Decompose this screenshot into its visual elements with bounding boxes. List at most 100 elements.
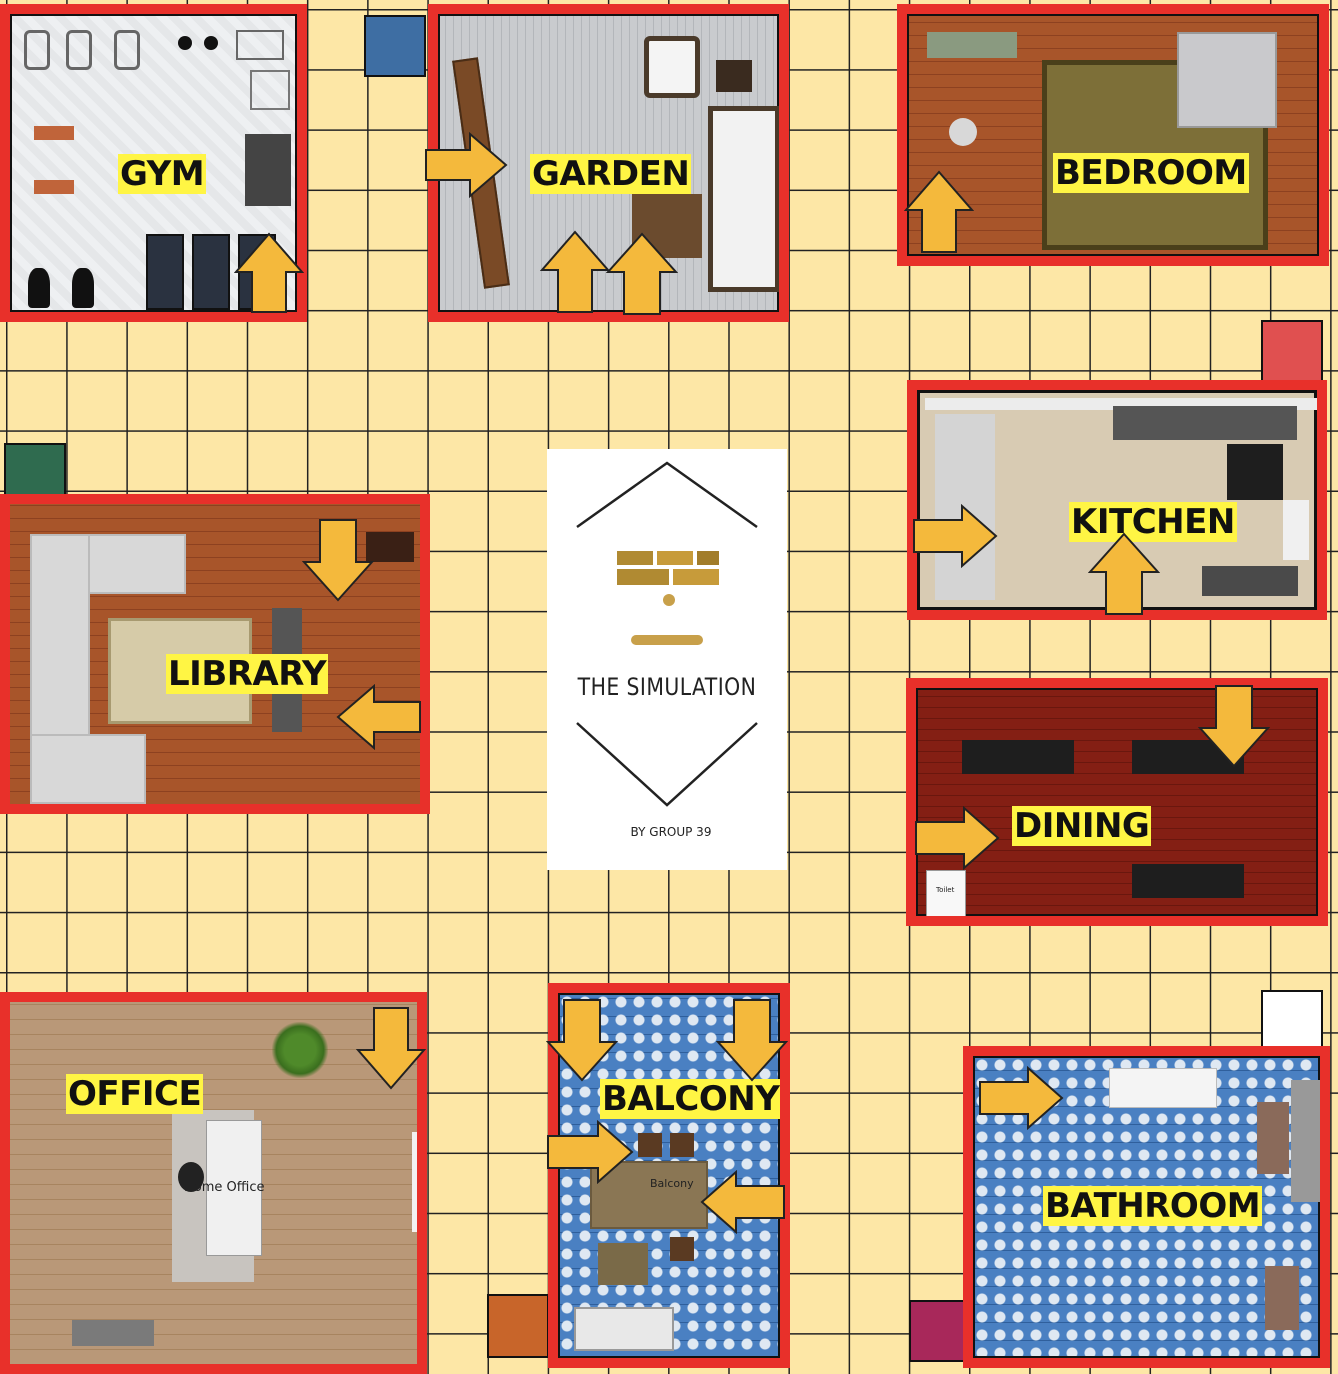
arrow-down-icon bbox=[302, 519, 374, 602]
rug-label: Balcony bbox=[650, 1177, 694, 1190]
room-bedroom[interactable]: BEDROOM bbox=[897, 4, 1329, 266]
window bbox=[1283, 500, 1309, 560]
room-label-bedroom: BEDROOM bbox=[1053, 153, 1249, 193]
room-label-gym: GYM bbox=[118, 154, 207, 194]
chair-icon bbox=[670, 1133, 694, 1157]
door-arrow-gym[interactable] bbox=[234, 232, 304, 314]
bike-icon bbox=[24, 30, 50, 70]
bench-icon bbox=[34, 126, 74, 140]
room-label-library: LIBRARY bbox=[166, 654, 329, 694]
sectional-sofa bbox=[30, 734, 146, 804]
side-table bbox=[366, 532, 414, 562]
room-label-dining: DINING bbox=[1012, 806, 1152, 846]
door-arrow-dining-top[interactable] bbox=[1198, 684, 1270, 768]
squat-rack bbox=[250, 70, 290, 110]
arrow-left-icon bbox=[336, 684, 421, 750]
house-roof-icon bbox=[576, 461, 758, 807]
cooktop bbox=[1227, 444, 1283, 500]
arrow-down-icon bbox=[1198, 685, 1270, 768]
door-arrow-kitchen-left[interactable] bbox=[912, 504, 998, 568]
arrow-right-icon bbox=[425, 132, 508, 198]
logo-title: THE SIMULATION bbox=[577, 673, 757, 701]
dining-table bbox=[1132, 864, 1244, 898]
cabinet bbox=[1257, 1102, 1289, 1174]
desk bbox=[206, 1120, 262, 1256]
bike-icon bbox=[66, 30, 92, 70]
room-label-office: OFFICE bbox=[66, 1074, 204, 1114]
start-square-red[interactable] bbox=[1261, 320, 1323, 382]
arrow-up-icon bbox=[1088, 532, 1160, 615]
arrow-down-icon bbox=[546, 999, 618, 1082]
bathtub bbox=[1291, 1080, 1320, 1202]
arrow-down-icon bbox=[716, 999, 788, 1082]
room-dining[interactable]: Toilet DINING bbox=[906, 678, 1328, 926]
door-arrow-garden-bottom-1[interactable] bbox=[540, 230, 610, 314]
office-chair bbox=[178, 1162, 204, 1192]
arrow-left-icon bbox=[700, 1170, 785, 1234]
room-label-balcony: BALCONY bbox=[600, 1079, 780, 1119]
logo-card: THE SIMULATION BY GROUP 39 bbox=[547, 449, 787, 870]
weight-rack bbox=[236, 30, 284, 60]
door-arrow-library-right[interactable] bbox=[336, 684, 422, 750]
door-arrow-office[interactable] bbox=[356, 1006, 426, 1090]
left-counter bbox=[935, 414, 995, 600]
sofa-icon bbox=[708, 106, 779, 292]
bench bbox=[72, 1320, 154, 1346]
toilet-sign bbox=[926, 870, 966, 916]
lounge-sofa bbox=[574, 1307, 674, 1351]
chair-icon bbox=[670, 1237, 694, 1261]
arrow-right-icon bbox=[913, 504, 998, 568]
armchair-icon bbox=[644, 36, 700, 98]
door-arrow-dining-left[interactable] bbox=[914, 806, 1000, 870]
plant-icon bbox=[272, 1022, 328, 1078]
door-arrow-bathroom[interactable] bbox=[978, 1066, 1064, 1130]
room-label-garden: GARDEN bbox=[530, 154, 692, 194]
cabinet bbox=[1265, 1266, 1299, 1330]
logo-credit: BY GROUP 39 bbox=[630, 825, 712, 839]
bike-icon bbox=[114, 30, 140, 70]
rug-round bbox=[949, 118, 977, 146]
room-label-kitchen: KITCHEN bbox=[1069, 502, 1237, 542]
room-office[interactable]: Home Office OFFICE bbox=[0, 992, 427, 1374]
elliptical-icon bbox=[72, 268, 94, 308]
arrow-up-icon bbox=[540, 230, 610, 313]
door-arrow-bedroom[interactable] bbox=[904, 170, 974, 254]
room-label-bathroom: BATHROOM bbox=[1043, 1186, 1263, 1226]
door-arrow-balcony-top-right[interactable] bbox=[716, 998, 788, 1082]
arrow-right-icon bbox=[979, 1066, 1064, 1130]
weight-plate-icon bbox=[204, 36, 218, 50]
door-arrow-balcony-left[interactable] bbox=[546, 1120, 634, 1184]
elliptical-icon bbox=[28, 268, 50, 308]
vanity-sink bbox=[1109, 1068, 1217, 1108]
desk-label: Home Office bbox=[184, 1180, 265, 1195]
arrow-up-icon bbox=[606, 232, 678, 315]
bench-icon bbox=[34, 180, 74, 194]
dresser bbox=[927, 32, 1017, 58]
door-arrow-garden-left[interactable] bbox=[424, 132, 508, 198]
toilet-sign-text: Toilet bbox=[936, 886, 955, 894]
chair-icon bbox=[638, 1133, 662, 1157]
small-rug bbox=[598, 1243, 648, 1285]
start-square-blue[interactable] bbox=[364, 15, 426, 77]
door-arrow-balcony-top-left[interactable] bbox=[546, 998, 618, 1082]
treadmill-icon bbox=[192, 234, 230, 310]
dining-table bbox=[962, 740, 1074, 774]
door-arrow-library-top[interactable] bbox=[302, 518, 374, 602]
arrow-up-icon bbox=[234, 232, 304, 313]
start-square-white[interactable] bbox=[1261, 990, 1323, 1052]
start-square-orange[interactable] bbox=[487, 1294, 549, 1358]
weight-plate-icon bbox=[178, 36, 192, 50]
counter-bottom bbox=[1202, 566, 1298, 596]
side-table bbox=[716, 60, 752, 92]
bed-icon bbox=[1177, 32, 1277, 128]
door-arrow-kitchen-bottom[interactable] bbox=[1088, 532, 1160, 616]
treadmill-icon bbox=[146, 234, 184, 310]
start-square-magenta[interactable] bbox=[909, 1300, 971, 1362]
mat bbox=[245, 134, 291, 206]
door-arrow-garden-bottom-2[interactable] bbox=[606, 232, 678, 316]
arrow-up-icon bbox=[904, 170, 974, 253]
door-arrow-balcony-right[interactable] bbox=[700, 1170, 786, 1234]
arrow-right-icon bbox=[915, 806, 1000, 870]
arrow-right-icon bbox=[547, 1120, 634, 1184]
